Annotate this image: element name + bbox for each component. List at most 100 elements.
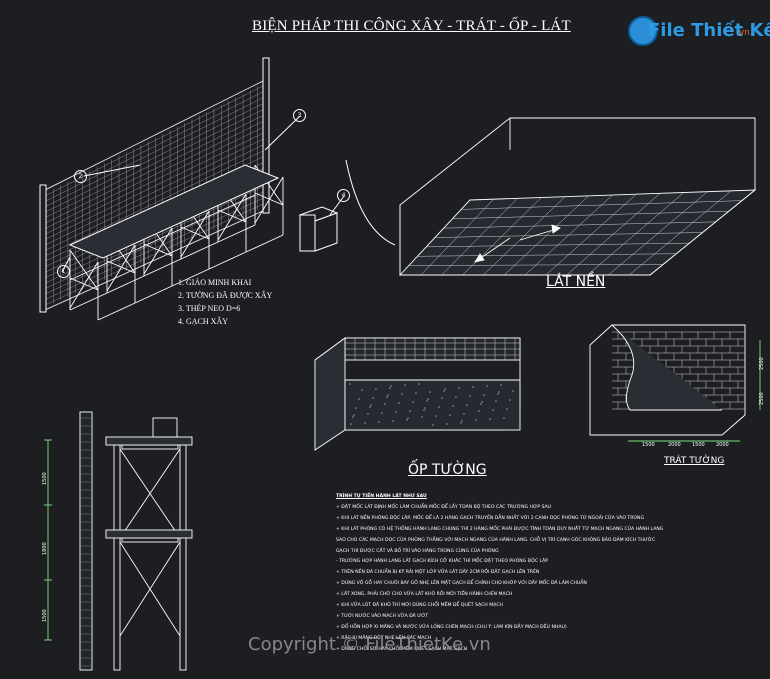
legend-item: 3. THÉP NEO D=6 <box>178 304 241 313</box>
concrete-dot <box>429 391 431 393</box>
concrete-dot <box>458 387 460 389</box>
floor-tiling-drawing <box>398 117 757 276</box>
drawing-line <box>180 226 210 240</box>
concrete-dot <box>426 400 428 402</box>
side-dim: 2500 <box>759 357 765 370</box>
concrete-dot <box>475 419 477 421</box>
concrete-dot <box>384 403 386 405</box>
drawing-line <box>45 150 264 256</box>
concrete-dot <box>415 392 417 394</box>
concrete-dot <box>375 388 377 390</box>
concrete-dot <box>495 400 497 402</box>
plaster-section-label: TRÁT TƯỜNG <box>664 456 725 466</box>
note-line: + KHI VỮA LÓT ĐÃ KHÔ THÌ MỚI DÙNG CHỔI M… <box>336 603 503 609</box>
concrete-dot <box>455 396 457 398</box>
drawing-line <box>45 186 264 289</box>
concrete-dot <box>492 409 494 411</box>
drawing-line <box>217 224 256 243</box>
concrete-dot <box>478 410 480 412</box>
note-line: + DÙNG VỒ GỖ HAY CHUÔI BAY GÕ NHẸ LÊN MẶ… <box>336 581 587 587</box>
drawing-line <box>69 277 99 291</box>
drawing-line <box>441 198 518 276</box>
concrete-dot <box>509 399 511 401</box>
concrete-dot <box>489 418 491 420</box>
concrete-dot <box>355 407 357 409</box>
concrete-dot <box>438 406 440 408</box>
plaster-dim: 1500 <box>642 442 655 448</box>
drawing-line <box>483 196 566 276</box>
plaster-dim: 1500 <box>692 442 705 448</box>
concrete-dot <box>443 390 445 392</box>
concrete-dot <box>427 398 429 400</box>
concrete-dot <box>352 416 354 418</box>
scaffold-dim: 1500 <box>42 472 48 485</box>
concrete-dot <box>466 404 468 406</box>
concrete-dot <box>421 416 423 418</box>
copyright-watermark: Copyright © FileThietKe.vn <box>248 634 491 655</box>
concrete-dot <box>386 396 388 398</box>
drawing-line <box>254 192 284 206</box>
drawing-line <box>420 198 494 276</box>
legend-item: 1. GIÁO MINH KHAI <box>178 278 252 287</box>
wall-tile-section-label: ỐP TƯỜNG <box>408 462 487 478</box>
concrete-dot <box>444 388 446 390</box>
concrete-dot <box>367 413 369 415</box>
drawing-line <box>45 121 264 229</box>
drawing-line <box>180 241 219 260</box>
drawing-line <box>106 260 136 274</box>
concrete-dot <box>350 423 352 425</box>
drawing-line <box>143 243 173 257</box>
note-line: GẠCH THÌ ĐƯỢC CẮT VÀ BỐ TRÍ VÀO HÀNG TRO… <box>336 548 499 554</box>
concrete-dot <box>390 385 392 387</box>
drawing-line <box>208 251 247 270</box>
scaffold-legend: 1. GIÁO MINH KHAI 2. TƯỜNG ĐÃ ĐƯỢC XÂY 3… <box>178 276 272 328</box>
logo-brand-text: File Thiết Kế <box>648 20 770 41</box>
drawing-line <box>524 194 613 276</box>
concrete-dot <box>432 424 434 426</box>
drawing-line <box>217 194 256 213</box>
concrete-dot <box>506 408 508 410</box>
drawing-line <box>45 138 264 245</box>
concrete-dot <box>497 393 499 395</box>
note-line: + LÁT XONG, PHẢI CHỜ CHO VỮA LÁT KHÔ RỒI… <box>336 592 513 598</box>
note-line: - TRƯỜNG HỢP HÀNH LANG LÁT GẠCH KÍCH CỠ … <box>336 559 549 565</box>
drawing-line <box>143 228 182 247</box>
concrete-dot <box>483 394 485 396</box>
filethietke-logo: File Thiết Kế .vn <box>628 16 770 46</box>
concrete-dot <box>500 384 502 386</box>
note-line: + ĐẶT MỐC LÁT ĐỊNH MỐC LÀM CHUẨN MỐC ĐỂ … <box>336 504 551 510</box>
legend-item: 2. TƯỜNG ĐÃ ĐƯỢC XÂY <box>178 291 273 300</box>
drawing-line <box>254 176 284 224</box>
scaffold-dim: 1500 <box>42 609 48 622</box>
plaster-dim: 2000 <box>668 442 681 448</box>
drawing-line <box>69 292 108 311</box>
concrete-dot <box>389 387 391 389</box>
concrete-dot <box>472 386 474 388</box>
wall-tile-drawing <box>314 337 521 451</box>
drawing-line <box>45 97 264 207</box>
concrete-dot <box>486 385 488 387</box>
callout-3: 3 <box>293 109 306 122</box>
concrete-dot <box>378 421 380 423</box>
concrete-dot <box>369 406 371 408</box>
construction-notes: TRÌNH TỰ TIẾN HÀNH LÁT NHƯ SAU + ĐẶT MỐC… <box>336 492 746 656</box>
logo-tld-text: .vn <box>736 28 750 38</box>
scaffold-3d-drawing <box>39 57 396 321</box>
concrete-dot <box>481 401 483 403</box>
concrete-dot <box>381 412 383 414</box>
callout-4: 4 <box>337 189 350 202</box>
plaster-dim: 2000 <box>716 442 729 448</box>
concrete-dot <box>441 397 443 399</box>
floor-section-label: LÁT NỀN <box>546 274 606 290</box>
drawing-line <box>45 115 264 223</box>
concrete-dot <box>364 422 366 424</box>
note-line: + ĐỔ HỖN HỢP XI MĂNG VÀ NƯỚC VỮA LỎNG CH… <box>336 624 567 630</box>
concrete-dot <box>435 415 437 417</box>
concrete-dot <box>401 393 403 395</box>
logo-badge-icon <box>628 16 658 46</box>
drawing-line <box>180 211 219 230</box>
drawing-line <box>97 302 136 321</box>
drawing-line <box>106 275 145 294</box>
plaster-drawing <box>589 324 761 442</box>
